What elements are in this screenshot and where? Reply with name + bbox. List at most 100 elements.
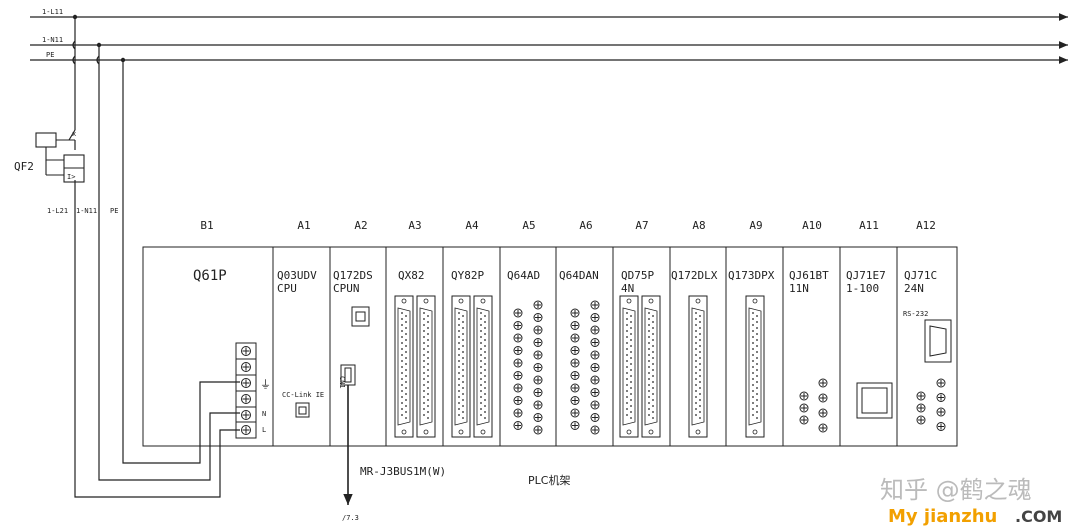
module-name-a7-line2: 4N <box>621 282 634 295</box>
a5-screw-left <box>513 346 523 355</box>
a12-screw-right <box>936 407 946 417</box>
module-name-a10-line1: QJ61BT <box>789 269 829 282</box>
a12-screw-right <box>936 393 946 402</box>
module-name-a2-line1: Q172DS <box>333 269 373 282</box>
drop-label-l21: 1-L21 <box>47 207 68 215</box>
breaker-qf2 <box>35 132 85 183</box>
a6-screw-right <box>590 300 600 310</box>
a5-screw-left <box>513 371 523 380</box>
power-terminal-screw <box>241 425 251 435</box>
slot-pos-a2: A2 <box>354 219 367 232</box>
breaker-trip-box <box>35 132 57 148</box>
a12-screw-left <box>916 403 926 413</box>
power-terminal-screws <box>241 346 251 435</box>
slot-pos-a9: A9 <box>749 219 762 232</box>
a6-screw-left <box>570 308 580 318</box>
bus-label-n11: 1-N11 <box>42 36 63 44</box>
slot-position-labels: B1 A1 A2 A3 A4 A5 A6 A7 A8 A9 A10 A11 A1… <box>200 219 936 232</box>
slot-pos-a4: A4 <box>465 219 479 232</box>
a10-screw-right <box>818 408 828 418</box>
slot-pos-a11: A11 <box>859 219 879 232</box>
bus-label-pe: PE <box>46 51 54 59</box>
a10-screw-right <box>818 393 828 403</box>
a10-screw-left <box>799 391 809 401</box>
a6-screw-right <box>590 313 600 322</box>
a6-screw-right <box>590 350 600 360</box>
a6-screw-left <box>570 371 580 380</box>
power-bus <box>30 13 1068 64</box>
screw-terminals <box>513 300 946 435</box>
power-terminal-screw <box>241 346 251 356</box>
a10-screw-right <box>818 378 828 388</box>
module-name-a4: QY82P <box>451 269 484 282</box>
watermark-line2: My jianzhu <box>888 506 997 527</box>
a6-screw-left <box>570 358 580 368</box>
a4-dsub-left <box>451 295 471 438</box>
module-name-a2-line2: CPUN <box>333 282 360 295</box>
slot-pos-a6: A6 <box>579 219 592 232</box>
a5-screw-right <box>533 375 543 385</box>
a2-ethernet-port <box>351 306 370 327</box>
a6-screw-left <box>570 383 580 393</box>
module-name-a8: Q172DLX <box>671 269 718 282</box>
a6-screw-right <box>590 363 600 372</box>
power-terminal-screw <box>241 378 251 388</box>
dsub-connectors <box>394 295 765 438</box>
cc-link-ie-label: CC-Link IE <box>282 391 324 399</box>
a10-screw-right <box>818 423 828 433</box>
plc-rack <box>142 246 958 447</box>
a12-screw-right <box>936 422 946 431</box>
watermark-line1: 知乎 @鹤之魂 <box>880 476 1032 504</box>
drop-wires <box>68 17 240 498</box>
a7-dsub-right <box>641 295 661 438</box>
drop-label-n11: 1-N11 <box>76 207 97 215</box>
cn1-label: CN1 <box>338 376 346 389</box>
a5-screw-right <box>533 313 543 322</box>
a6-screw-right <box>590 400 600 410</box>
a3-dsub-right <box>416 295 436 438</box>
module-name-a1-line1: Q03UDV <box>277 269 317 282</box>
a12-screw-left <box>916 391 926 401</box>
module-name-a12-line2: 24N <box>904 282 924 295</box>
watermark-suffix: .COM <box>1015 507 1062 526</box>
terminal-label-ground: ⏚ <box>260 378 271 391</box>
rs232-label: RS-232 <box>903 310 928 318</box>
drop-label-pe: PE <box>110 207 118 215</box>
rack-label: PLC机架 <box>528 473 570 487</box>
a6-screw-left <box>570 346 580 355</box>
breaker-mark-x: x <box>72 130 76 138</box>
a6-screw-right <box>590 375 600 385</box>
a10-screw-left <box>799 403 809 413</box>
cable-label: MR-J3BUS1M(W) <box>360 465 446 478</box>
a6-screw-right <box>590 413 600 422</box>
a5-screw-right <box>533 388 543 397</box>
slot-pos-a10: A10 <box>802 219 822 232</box>
a6-screw-right <box>590 338 600 347</box>
power-terminal-screw <box>241 394 251 404</box>
a5-screw-left <box>513 358 523 368</box>
slot-pos-b1: B1 <box>200 219 213 232</box>
a7-dsub-left <box>619 295 639 438</box>
a12-screw-right <box>936 378 946 388</box>
a6-screw-right <box>590 325 600 335</box>
slot-pos-a1: A1 <box>297 219 310 232</box>
a5-screw-right <box>533 425 543 435</box>
a5-screw-left <box>513 421 523 430</box>
a9-dsub <box>745 295 765 438</box>
a4-dsub-right <box>473 295 493 438</box>
a8-dsub <box>688 295 708 438</box>
a5-screw-right <box>533 325 543 335</box>
a6-screw-right <box>590 425 600 435</box>
module-name-a11-line2: 1-100 <box>846 282 879 295</box>
a5-screw-left <box>513 308 523 318</box>
slot-pos-a12: A12 <box>916 219 936 232</box>
a5-screw-left <box>513 383 523 393</box>
module-name-q61p: Q61P <box>193 268 227 284</box>
module-name-a6: Q64DAN <box>559 269 599 282</box>
a6-screw-left <box>570 408 580 418</box>
a5-screw-right <box>533 413 543 422</box>
cc-link-ie-port <box>295 402 310 418</box>
a5-screw-right <box>533 350 543 360</box>
a5-screw-left <box>513 321 523 330</box>
module-name-a11-line1: QJ71E7 <box>846 269 886 282</box>
